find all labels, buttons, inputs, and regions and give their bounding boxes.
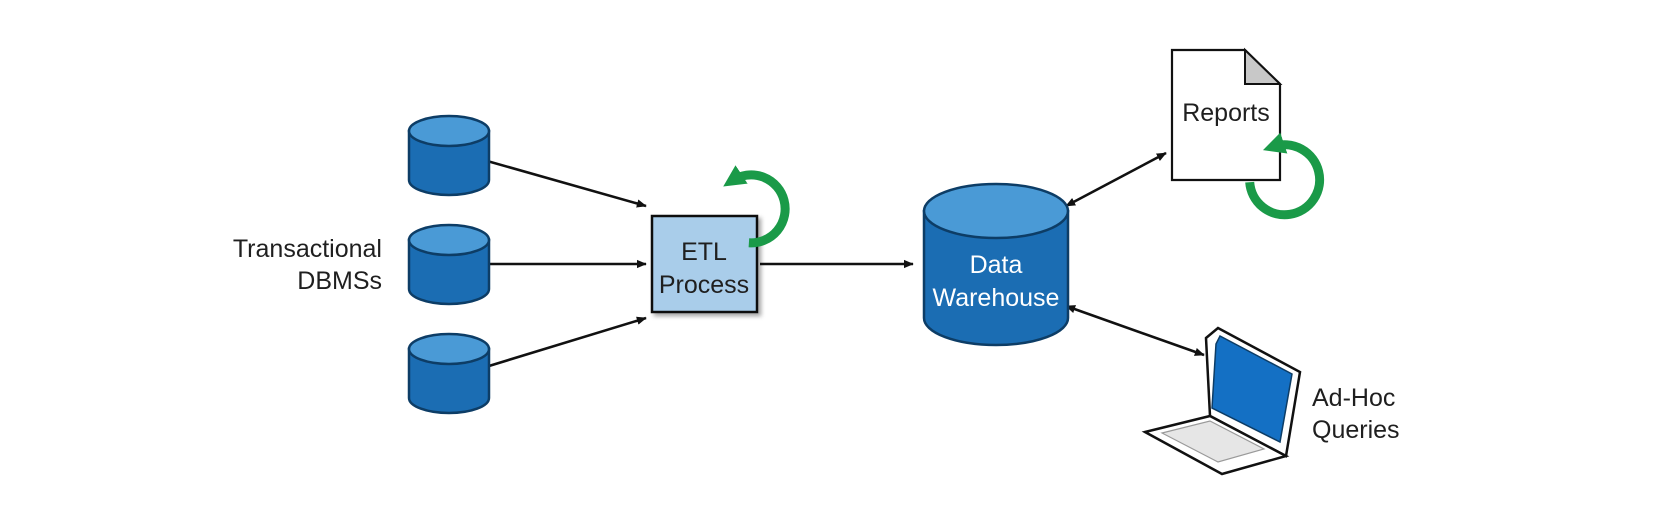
- database-icon: [922, 209, 1070, 347]
- queries-label-line1: Ad-Hoc: [1312, 384, 1395, 412]
- data-warehouse: Data Warehouse: [922, 182, 1070, 347]
- arrow-warehouse-reports: [1065, 151, 1167, 208]
- queries-label-line2: Queries: [1312, 416, 1400, 444]
- arrow-warehouse-queries: [1065, 304, 1205, 357]
- source-database-2: [407, 223, 491, 306]
- refresh-icon: [723, 165, 790, 248]
- document-fold: [1244, 47, 1283, 85]
- etl-process-box: ETL Process: [650, 214, 759, 314]
- etl-label-line1: ETL: [681, 238, 727, 266]
- warehouse-label-line2: Warehouse: [933, 284, 1060, 312]
- database-icon: [407, 129, 491, 197]
- sources-label-line1: Transactional: [233, 235, 382, 263]
- arrow-source3-to-etl: [465, 316, 647, 375]
- source-database-3: [407, 332, 491, 415]
- refresh-icon: [1245, 132, 1325, 220]
- etl-label-line2: Process: [659, 271, 749, 299]
- warehouse-label-line1: Data: [970, 251, 1023, 279]
- reports-label: Reports: [1182, 99, 1270, 127]
- source-database-1: [407, 114, 491, 197]
- laptop: [1141, 326, 1302, 476]
- database-icon: [407, 238, 491, 306]
- arrow-source1-to-etl: [465, 153, 647, 208]
- sources-label-line2: DBMSs: [297, 267, 382, 295]
- connectors: [465, 151, 1205, 375]
- laptop-screen: [1211, 334, 1293, 444]
- database-icon: [407, 347, 491, 415]
- reports-document: Reports: [1170, 47, 1283, 182]
- laptop-keyboard: [1160, 420, 1266, 463]
